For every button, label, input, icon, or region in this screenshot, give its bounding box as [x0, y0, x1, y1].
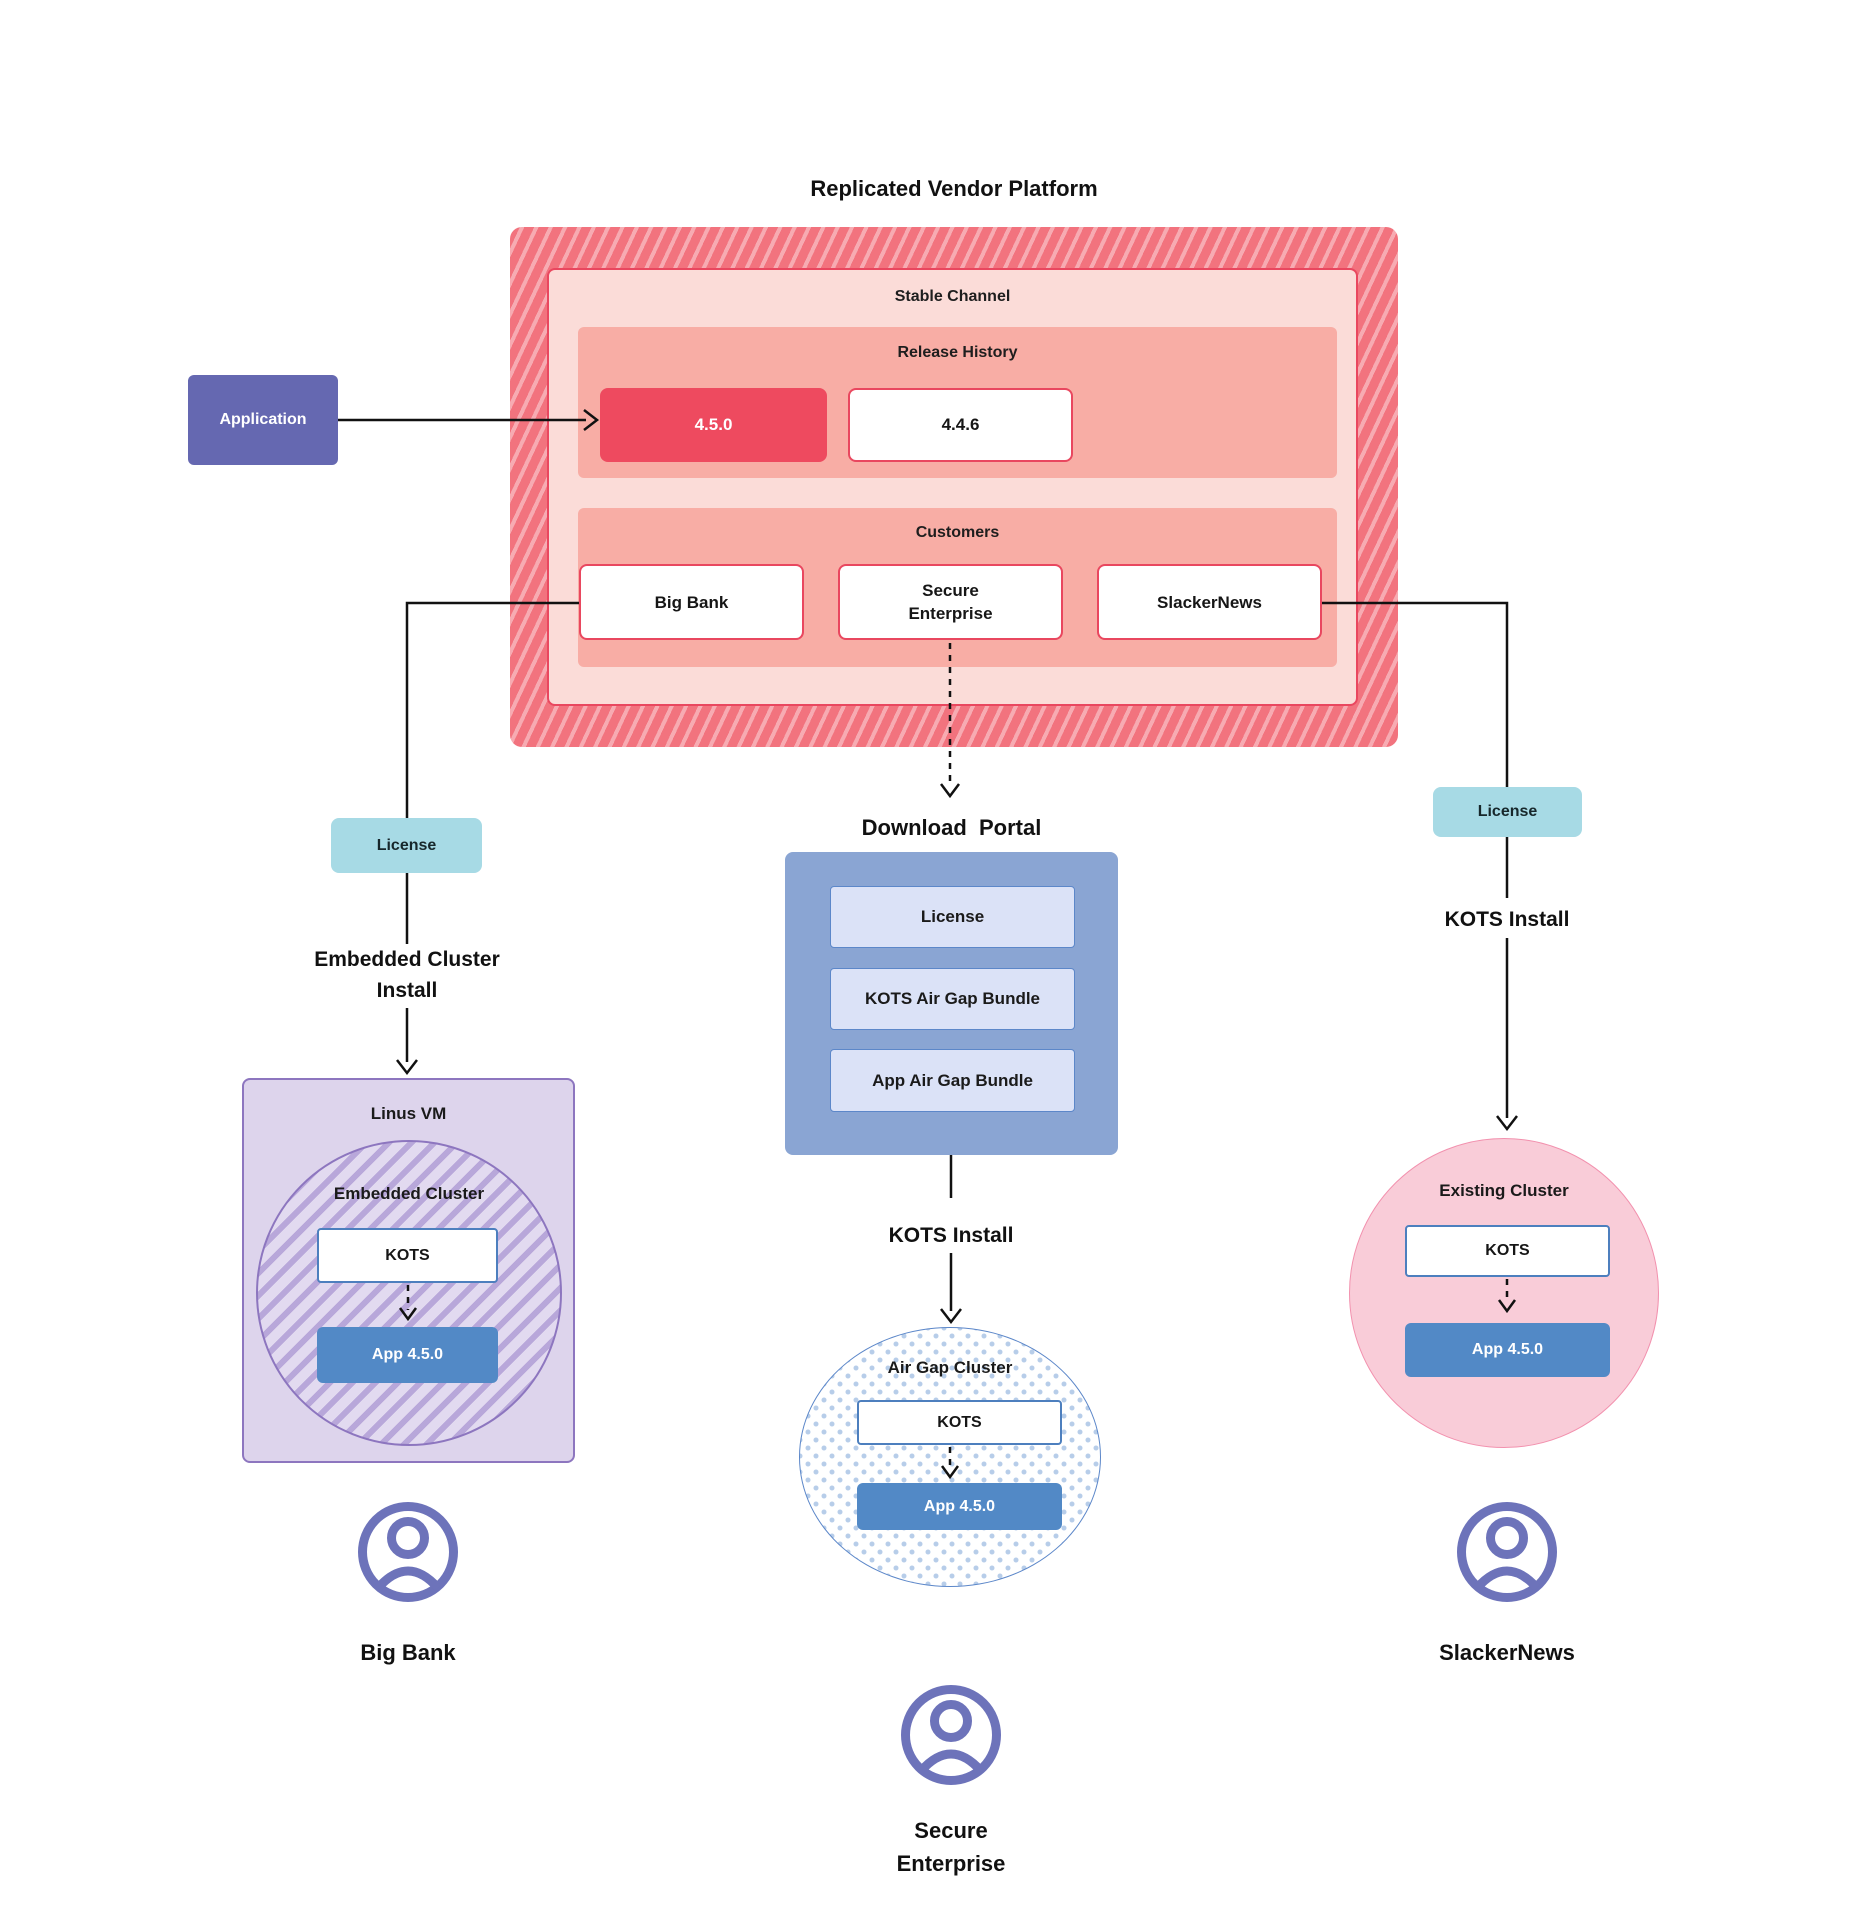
- embedded-cluster-circle: Embedded Cluster: [256, 1140, 562, 1446]
- app-box-right: App 4.5.0: [1405, 1323, 1610, 1377]
- download-portal-title: Download Portal: [861, 815, 1042, 840]
- portal-item-license: License: [830, 886, 1075, 948]
- customer-slackernews: SlackerNews: [1097, 564, 1322, 640]
- release-4-4-6: 4.4.6: [848, 388, 1073, 462]
- page-title: Replicated Vendor Platform: [810, 176, 1098, 201]
- embedded-cluster-install-label: Embedded Cluster Install: [314, 948, 500, 1002]
- portal-item-kots-bundle: KOTS Air Gap Bundle: [830, 968, 1075, 1030]
- existing-cluster-circle: Existing Cluster: [1349, 1138, 1659, 1448]
- linus-vm-label: Linus VM: [370, 1104, 447, 1123]
- embedded-cluster-label: Embedded Cluster: [333, 1184, 485, 1203]
- air-gap-cluster-label: Air Gap Cluster: [887, 1358, 1013, 1377]
- stable-channel-label: Stable Channel: [894, 288, 1011, 305]
- license-tag-right: License: [1433, 787, 1582, 837]
- app-box-middle: App 4.5.0: [857, 1483, 1062, 1530]
- release-history-label: Release History: [897, 344, 1018, 361]
- app-box-left: App 4.5.0: [317, 1327, 498, 1383]
- customer-secure-enterprise: Secure Enterprise: [838, 564, 1063, 640]
- kots-box-left: KOTS: [317, 1228, 498, 1283]
- big-bank-user-label: Big Bank: [360, 1640, 456, 1665]
- customer-big-bank: Big Bank: [579, 564, 804, 640]
- existing-cluster-label: Existing Cluster: [1439, 1181, 1569, 1200]
- user-icon: [901, 1685, 1001, 1785]
- portal-item-app-bundle: App Air Gap Bundle: [830, 1049, 1075, 1112]
- air-gap-cluster-circle: Air Gap Cluster: [799, 1327, 1101, 1587]
- application-box: Application: [188, 375, 338, 465]
- kots-install-label-middle: KOTS Install: [888, 1224, 1014, 1247]
- secure-enterprise-user-label: Secure Enterprise: [896, 1818, 1006, 1876]
- slackernews-user-label: SlackerNews: [1439, 1640, 1575, 1665]
- kots-box-middle: KOTS: [857, 1400, 1062, 1445]
- release-4-5-0: 4.5.0: [600, 388, 827, 462]
- license-tag-left: License: [331, 818, 482, 873]
- user-icon: [358, 1502, 458, 1602]
- user-icon: [1457, 1502, 1557, 1602]
- kots-install-label-right: KOTS Install: [1444, 908, 1570, 931]
- customers-label: Customers: [915, 524, 1000, 541]
- kots-box-right: KOTS: [1405, 1225, 1610, 1277]
